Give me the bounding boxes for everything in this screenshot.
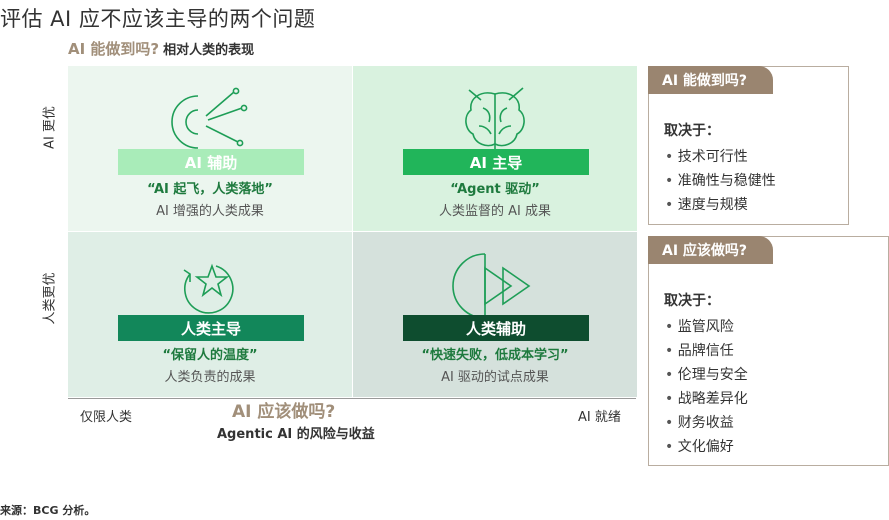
list-item: 准确性与稳健性 [665, 169, 776, 193]
radial-network-icon [68, 86, 352, 156]
panel-depends-label: 取决于： [664, 123, 720, 139]
quadrant-tag: 人类辅助 [403, 315, 589, 341]
source-note: 来源：BCG 分析。 [0, 504, 96, 517]
y-axis-top-label: AI 更优 [42, 106, 58, 149]
list-item: 财务收益 [665, 411, 748, 435]
quadrant-ai-lead: AI 主导 “Agent 驱动” 人类监督的 AI 成果 [353, 66, 637, 231]
x-axis-right-label: AI 就绪 [578, 410, 621, 425]
list-item: 战略差异化 [665, 387, 748, 411]
list-item: 监管风险 [665, 315, 748, 339]
list-item: 文化偏好 [665, 435, 748, 459]
quadrant-tag: 人类主导 [118, 315, 304, 341]
quadrant-description: 人类监督的 AI 成果 [439, 204, 551, 219]
quadrant-ai-assist: AI 辅助 “AI 起飞，人类落地” AI 增强的人类成果 [68, 66, 352, 231]
quadrant-description: 人类负责的成果 [164, 370, 256, 385]
brain-icon [353, 86, 637, 156]
x-axis-subtitle: Agentic AI 的风险与收益 [217, 427, 375, 442]
y-axis-bottom-label: 人类更优 [42, 272, 58, 325]
panel-can-ai-do-it: AI 能做到吗? 取决于： 技术可行性 准确性与稳健性 速度与规模 [648, 66, 849, 225]
x-axis-line [68, 398, 636, 399]
x-axis-left-label: 仅限人类 [80, 410, 133, 425]
panel-factor-list: 技术可行性 准确性与稳健性 速度与规模 [665, 145, 776, 217]
quadrant-matrix: AI 辅助 “AI 起飞，人类落地” AI 增强的人类成果 AI 主导 “Age… [68, 66, 637, 397]
quadrant-description: AI 增强的人类成果 [156, 204, 264, 219]
list-item: 速度与规模 [665, 193, 776, 217]
panel-depends-label: 取决于： [664, 293, 720, 309]
list-item: 伦理与安全 [665, 363, 748, 387]
panel-factor-list: 监管风险 品牌信任 伦理与安全 战略差异化 财务收益 文化偏好 [665, 315, 748, 459]
quadrant-description: AI 驱动的试点成果 [441, 370, 549, 385]
fast-forward-icon [353, 252, 637, 322]
quadrant-tag: AI 主导 [403, 149, 589, 175]
y-axis-question: AI 能做到吗?相对人类的表现 [68, 38, 254, 59]
y-axis-subtitle: 相对人类的表现 [163, 43, 255, 58]
list-item: 技术可行性 [665, 145, 776, 169]
x-axis-question: AI 应该做吗? [232, 402, 336, 422]
quadrant-quote: “AI 起飞，人类落地” [147, 182, 273, 197]
quadrant-quote: “快速失败，低成本学习” [421, 348, 569, 363]
panel-header: AI 能做到吗? [648, 66, 774, 94]
page-title: 评估 AI 应不应该主导的两个问题 [0, 7, 316, 31]
panel-header: AI 应该做吗? [648, 236, 774, 264]
quadrant-quote: “保留人的温度” [162, 348, 258, 363]
y-axis-question-text: AI 能做到吗? [68, 40, 160, 58]
quadrant-human-assist: 人类辅助 “快速失败，低成本学习” AI 驱动的试点成果 [353, 232, 637, 397]
quadrant-human-lead: 人类主导 “保留人的温度” 人类负责的成果 [68, 232, 352, 397]
quadrant-quote: “Agent 驱动” [450, 182, 540, 197]
panel-should-ai-do-it: AI 应该做吗? 取决于： 监管风险 品牌信任 伦理与安全 战略差异化 财务收益… [648, 236, 889, 466]
list-item: 品牌信任 [665, 339, 748, 363]
quadrant-tag: AI 辅助 [118, 149, 304, 175]
star-cycle-icon [68, 252, 352, 322]
